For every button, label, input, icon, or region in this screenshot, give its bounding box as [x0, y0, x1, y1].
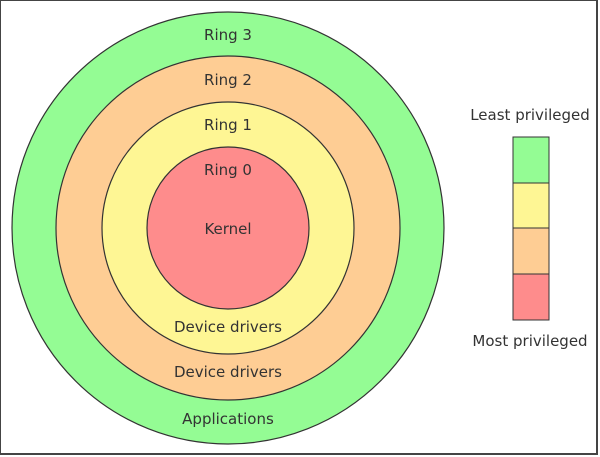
ring-3-bottom-label: Applications [182, 410, 274, 428]
ring-1-bottom-label: Device drivers [174, 318, 282, 336]
kernel-label: Kernel [204, 220, 251, 238]
legend-swatch-ring-2 [512, 227, 550, 275]
ring-0-circle [146, 146, 310, 310]
ring-1-label: Ring 1 [204, 116, 252, 134]
ring-0-label: Ring 0 [204, 161, 252, 179]
legend-swatch-ring-3 [512, 136, 550, 184]
ring-3-label: Ring 3 [204, 26, 252, 44]
ring-2-bottom-label: Device drivers [174, 363, 282, 381]
legend-top-label: Least privileged [470, 106, 590, 124]
legend-swatch-ring-1 [512, 182, 550, 229]
legend-swatch-ring-0 [512, 273, 550, 321]
legend-bottom-label: Most privileged [472, 332, 587, 350]
ring-2-label: Ring 2 [204, 71, 252, 89]
